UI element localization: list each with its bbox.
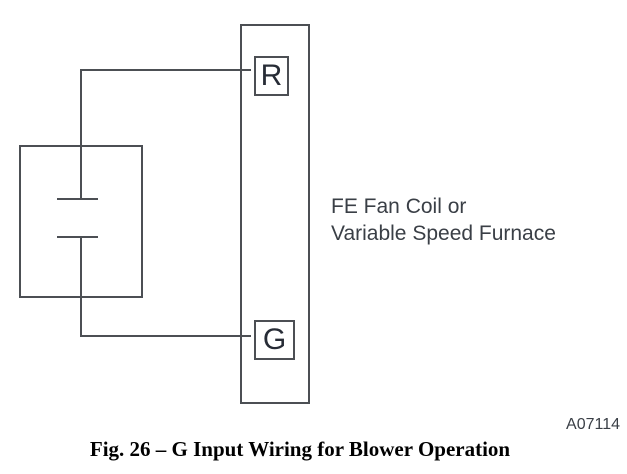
unit-label-line1: FE Fan Coil or (331, 195, 467, 218)
unit-label-line2: Variable Speed Furnace (331, 222, 556, 245)
wire-r-vertical (80, 69, 82, 200)
terminal-r: R (254, 56, 289, 96)
drawing-number: A07114 (566, 416, 620, 433)
wire-g-horizontal (80, 335, 251, 337)
contact-plate-bottom (57, 236, 98, 238)
wire-g-vertical (80, 237, 82, 337)
figure-caption: Fig. 26 – G Input Wiring for Blower Oper… (89, 437, 511, 461)
unit-label: FE Fan Coil or Variable Speed Furnace (331, 193, 556, 247)
wire-r-horizontal (80, 69, 251, 71)
furnace-unit-outline (240, 24, 310, 404)
contact-plate-top (57, 198, 98, 200)
terminal-g: G (254, 320, 295, 360)
